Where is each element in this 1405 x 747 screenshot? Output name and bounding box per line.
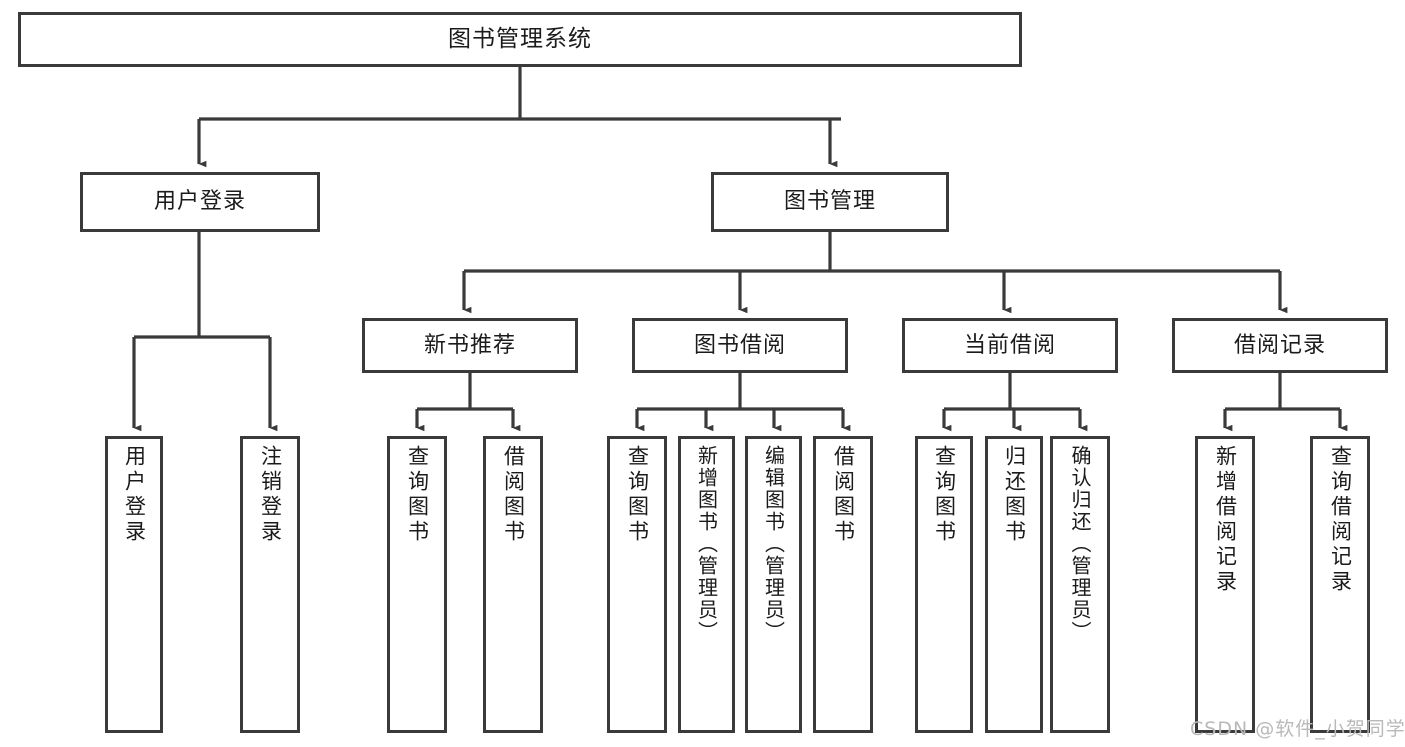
leaf-logout[interactable]: 注销登录 xyxy=(240,436,300,733)
node-book-manage[interactable]: 图书管理 xyxy=(711,172,949,232)
node-book-borrow-label: 图书借阅 xyxy=(693,332,786,358)
leaf-query-book-bor-label: 查询图书 xyxy=(625,445,650,545)
leaf-return-book-label: 归还图书 xyxy=(1002,445,1027,545)
leaf-query-book-rec[interactable]: 查询图书 xyxy=(387,436,447,733)
leaf-add-book[interactable]: 新增图书（管理员） xyxy=(678,436,735,733)
leaf-logout-label: 注销登录 xyxy=(258,445,283,545)
leaf-add-book-label: 新增图书（管理员） xyxy=(694,445,719,643)
node-user-login[interactable]: 用户登录 xyxy=(80,172,320,232)
leaf-edit-book[interactable]: 编辑图书（管理员） xyxy=(745,436,802,733)
node-user-login-label: 用户登录 xyxy=(153,189,246,215)
node-borrow-record[interactable]: 借阅记录 xyxy=(1172,318,1388,373)
node-root[interactable]: 图书管理系统 xyxy=(18,12,1022,67)
leaf-user-login[interactable]: 用户登录 xyxy=(105,436,163,733)
leaf-borrow-book-rec[interactable]: 借阅图书 xyxy=(483,436,543,733)
leaf-query-book-bor[interactable]: 查询图书 xyxy=(607,436,667,733)
node-borrow-record-label: 借阅记录 xyxy=(1233,332,1326,358)
node-new-book-recommend-label: 新书推荐 xyxy=(423,332,516,358)
leaf-borrow-book-bor[interactable]: 借阅图书 xyxy=(813,436,873,733)
leaf-user-login-label: 用户登录 xyxy=(122,445,147,545)
node-book-manage-label: 图书管理 xyxy=(783,189,876,215)
node-new-book-recommend[interactable]: 新书推荐 xyxy=(362,318,578,373)
leaf-query-book-cur[interactable]: 查询图书 xyxy=(915,436,973,733)
leaf-confirm-return[interactable]: 确认归还（管理员） xyxy=(1050,436,1110,733)
leaf-confirm-return-label: 确认归还（管理员） xyxy=(1068,445,1092,643)
node-book-borrow[interactable]: 图书借阅 xyxy=(632,318,848,373)
node-root-label: 图书管理系统 xyxy=(448,25,592,52)
leaf-query-book-rec-label: 查询图书 xyxy=(405,445,430,545)
leaf-query-record-label: 查询借阅记录 xyxy=(1328,445,1353,595)
leaf-query-book-cur-label: 查询图书 xyxy=(932,445,957,545)
leaf-borrow-book-bor-label: 借阅图书 xyxy=(831,445,856,545)
leaf-edit-book-label: 编辑图书（管理员） xyxy=(761,445,786,643)
node-current-borrow-label: 当前借阅 xyxy=(963,332,1056,358)
leaf-add-record[interactable]: 新增借阅记录 xyxy=(1195,436,1255,733)
leaf-return-book[interactable]: 归还图书 xyxy=(985,436,1043,733)
watermark-text: CSDN @软件_小贺同学 xyxy=(1190,718,1405,740)
leaf-query-record[interactable]: 查询借阅记录 xyxy=(1310,436,1370,733)
leaf-add-record-label: 新增借阅记录 xyxy=(1213,445,1238,595)
leaf-borrow-book-rec-label: 借阅图书 xyxy=(501,445,526,545)
node-current-borrow[interactable]: 当前借阅 xyxy=(902,318,1118,373)
